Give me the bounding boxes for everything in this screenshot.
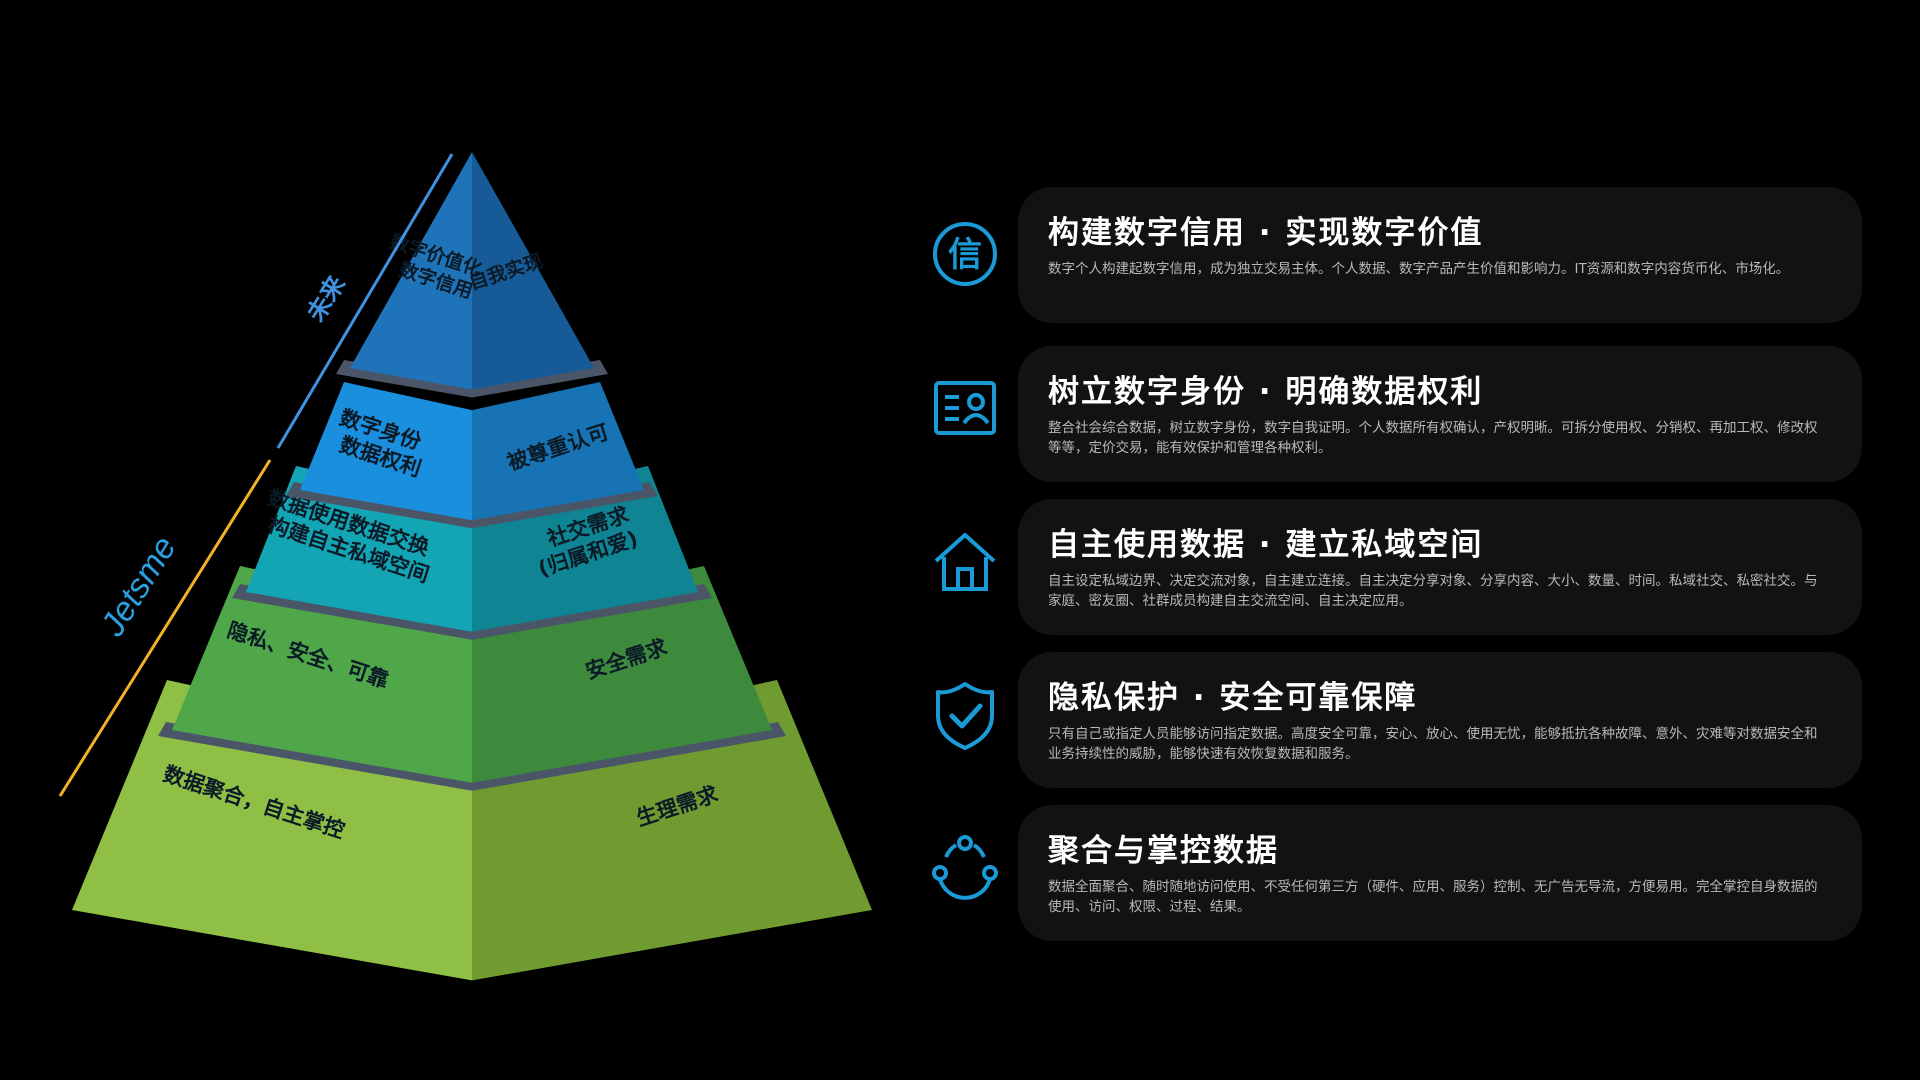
pyramid-layer-right-face <box>472 152 594 390</box>
card-description: 自主设定私域边界、决定交流对象，自主建立连接。自主决定分享对象、分享内容、大小、… <box>1048 573 1818 609</box>
card-description: 只有自己或指定人员能够访问指定数据。高度安全可靠，安心、放心、使用无忧，能够抵抗… <box>1048 726 1818 762</box>
card-description: 数据全面聚合、随时随地访问使用、不受任何第三方（硬件、应用、服务）控制、无广告无… <box>1048 879 1818 915</box>
card-title: 聚合与掌控数据 <box>1048 833 1279 869</box>
card-privacy-security: 隐私保护 · 安全可靠保障 只有自己或指定人员能够访问指定数据。高度安全可靠，安… <box>1018 652 1862 788</box>
network-nodes-icon <box>932 835 998 900</box>
future-label: 未来 <box>302 270 352 326</box>
card-title: 自主使用数据 · 建立私域空间 <box>1048 527 1484 563</box>
card-data-aggregation: 聚合与掌控数据 数据全面聚合、随时随地访问使用、不受任何第三方（硬件、应用、服务… <box>1018 805 1862 941</box>
shield-check-icon <box>936 682 994 750</box>
card-private-space: 自主使用数据 · 建立私域空间 自主设定私域边界、决定交流对象，自主建立连接。自… <box>1018 499 1862 635</box>
future-side-line <box>276 153 454 449</box>
card-title: 隐私保护 · 安全可靠保障 <box>1048 680 1418 716</box>
brand-label: Jetsme <box>93 530 184 644</box>
pyramid-layer-left-face <box>300 382 472 521</box>
home-icon <box>934 533 996 591</box>
card-digital-credit: 构建数字信用 · 实现数字价值 数字个人构建起数字信用，成为独立交易主体。个人数… <box>1018 187 1862 323</box>
card-digital-identity: 树立数字身份 · 明确数据权利 整合社会综合数据，树立数字身份，数字自我证明。个… <box>1018 346 1862 482</box>
svg-text:信: 信 <box>948 235 982 275</box>
card-title: 树立数字身份 · 明确数据权利 <box>1048 374 1484 410</box>
card-description: 数字个人构建起数字信用，成为独立交易主体。个人数据、数字产品产生价值和影响力。I… <box>1048 261 1790 277</box>
credit-xin-icon: 信 <box>933 222 997 286</box>
pyramid-layer-right-face <box>472 382 644 521</box>
pyramid-layer-left-face <box>350 152 472 390</box>
pyramid-diagram: 数据聚合，自主掌控生理需求隐私、安全、可靠安全需求数据使用数据交换构建自主私域空… <box>58 152 872 981</box>
card-description: 整合社会综合数据，树立数字身份，数字自我证明。个人数据所有权确认，产权明晰。可拆… <box>1048 420 1818 456</box>
id-card-icon <box>934 381 996 435</box>
card-title: 构建数字信用 · 实现数字价值 <box>1048 215 1484 251</box>
brand-side-line <box>58 459 272 797</box>
